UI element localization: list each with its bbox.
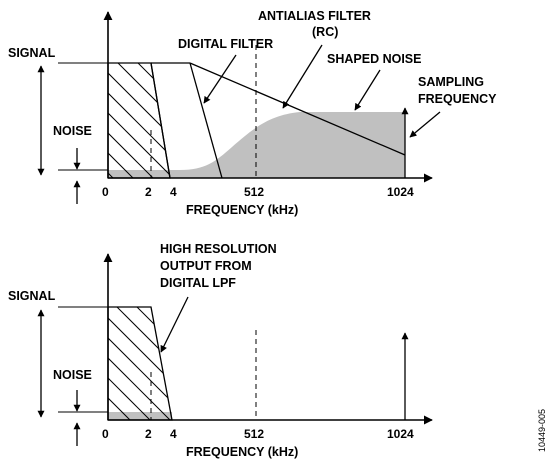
bottom-output-label-line2: OUTPUT FROM [160,259,252,273]
top-signal-label: SIGNAL [8,46,56,60]
top-antialias-label-line1: ANTIALIAS FILTER [258,9,371,23]
top-antialias-leader [282,44,323,109]
top-tick-4: 4 [170,185,177,199]
bottom-output-label-line1: HIGH RESOLUTION [160,242,277,256]
bottom-residual-noise [108,412,172,420]
bottom-signal-outline [107,306,173,421]
bottom-tick-512: 512 [244,427,264,441]
top-tick-2: 2 [145,185,152,199]
bottom-output-leader [160,296,189,353]
bottom-noise-label: NOISE [53,368,92,382]
top-sampling-leader [409,111,441,138]
bottom-signal-hatch [108,307,172,420]
bottom-tick-0: 0 [102,427,109,441]
figure-number: 10449-005 [537,409,547,452]
bottom-panel: SIGNAL NOISE HIGH RESOLUTION OUTPUT FROM… [8,242,433,459]
bottom-tick-2: 2 [145,427,152,441]
top-sampling-label-line2: FREQUENCY [418,92,497,106]
bottom-tick-4: 4 [170,427,177,441]
top-signal-hatch [108,63,170,178]
top-tick-512: 512 [244,185,264,199]
top-shaped-noise-label: SHAPED NOISE [327,52,421,66]
top-tick-0: 0 [102,185,109,199]
top-digital-filter-label: DIGITAL FILTER [178,37,273,51]
bottom-signal-label: SIGNAL [8,289,56,303]
top-antialias-filter-line [189,62,406,156]
top-panel: SIGNAL NOISE DIGITAL FILTER ANTIALIAS FI… [8,9,497,217]
top-x-axis-label: FREQUENCY (kHz) [186,203,298,217]
top-digital-filter-leader [203,54,237,104]
top-antialias-label-line2: (RC) [312,25,338,39]
top-digital-filter-line [150,62,171,179]
top-shaped-noise-leader [354,69,381,111]
bottom-tick-1024: 1024 [387,427,414,441]
top-noise-label: NOISE [53,124,92,138]
top-digital-filter-slope [189,62,223,179]
bottom-x-axis-label: FREQUENCY (kHz) [186,445,298,459]
top-sampling-label-line1: SAMPLING [418,75,484,89]
bottom-output-label-line3: DIGITAL LPF [160,276,236,290]
top-tick-1024: 1024 [387,185,414,199]
